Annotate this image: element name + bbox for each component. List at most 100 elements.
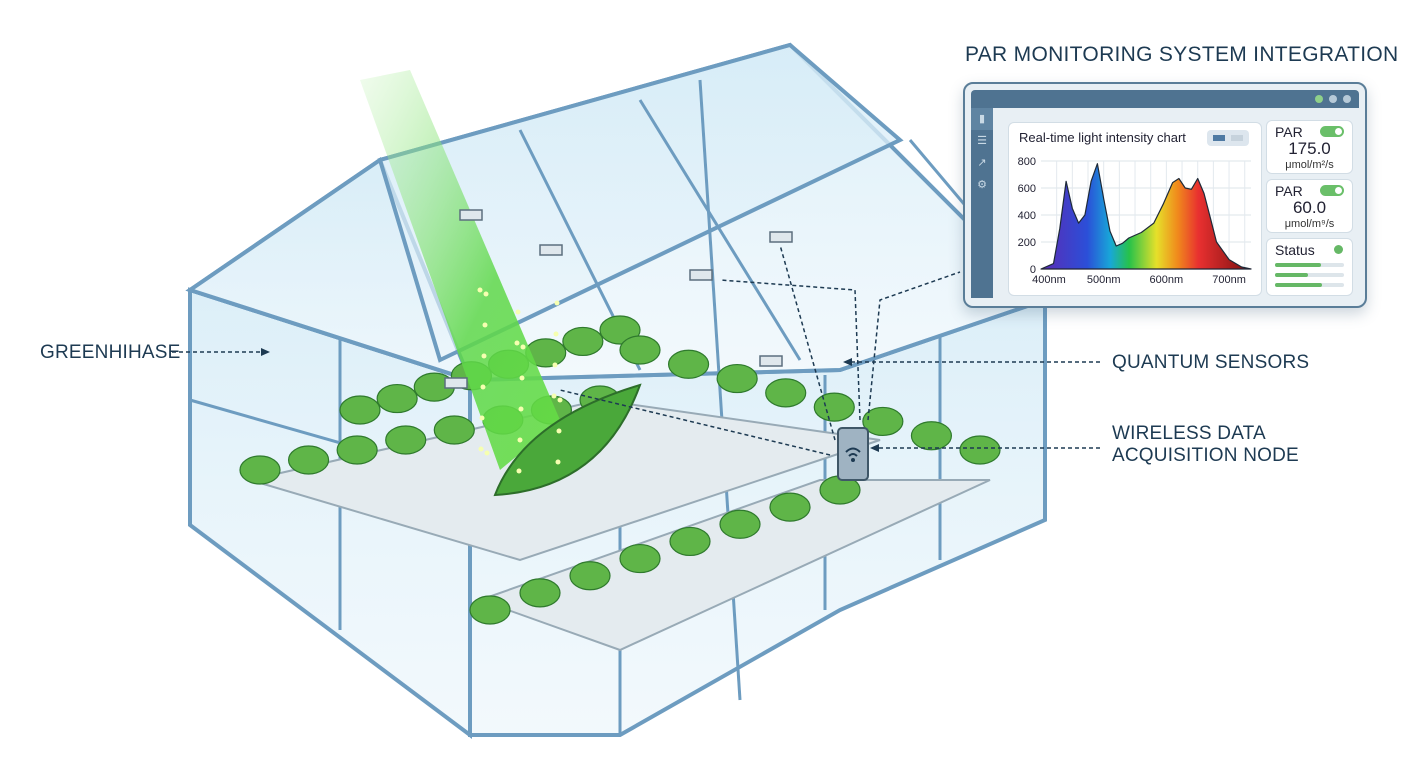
light-particle — [553, 331, 559, 337]
light-particle — [477, 287, 483, 293]
par-value: 60.0 — [1292, 198, 1327, 217]
bar-chart-icon[interactable]: ▮ — [971, 108, 993, 130]
window-titlebar — [971, 90, 1359, 108]
wireless-node-icon — [837, 427, 869, 481]
plant — [385, 425, 427, 455]
hydroponic-benches — [246, 398, 991, 652]
plant — [239, 455, 281, 485]
light-particle — [557, 397, 563, 403]
plant — [433, 415, 475, 445]
y-tick-label: 400 — [1018, 210, 1036, 222]
plant — [287, 445, 330, 475]
light-particle — [480, 384, 486, 390]
x-tick-label: 600nm — [1150, 274, 1184, 286]
light-particle — [552, 362, 558, 368]
y-tick-label: 200 — [1018, 237, 1036, 249]
light-particle — [479, 415, 485, 421]
settings-icon[interactable]: ⚙ — [977, 179, 987, 191]
quantum-sensors — [444, 209, 793, 389]
light-particle — [517, 437, 523, 443]
plant — [719, 509, 761, 539]
par-card-1: PAR 175.0 μmol/m²/s — [1266, 120, 1353, 174]
window-dot[interactable] — [1329, 95, 1337, 103]
status-bar — [1275, 273, 1344, 277]
window-dot[interactable] — [1343, 95, 1351, 103]
par-label: PAR — [1275, 183, 1303, 199]
plant — [769, 492, 811, 522]
par-toggle[interactable] — [1320, 185, 1344, 196]
x-tick-label: 400nm — [1032, 274, 1066, 286]
status-bar — [1275, 283, 1344, 287]
y-tick-label: 0 — [1030, 264, 1036, 276]
par-toggle[interactable] — [1320, 126, 1344, 137]
light-particle — [478, 446, 484, 452]
plant — [619, 543, 661, 574]
plant — [910, 421, 953, 451]
list-icon[interactable]: ☰ — [977, 135, 987, 147]
par-card-2: PAR 60.0 μmol/m⁹/s — [1266, 179, 1353, 233]
plant — [667, 349, 710, 379]
plant — [519, 578, 561, 608]
light-particle — [519, 375, 525, 381]
par-value: 175.0 — [1288, 139, 1331, 158]
light-particle — [482, 322, 488, 328]
plant — [599, 315, 641, 345]
light-particle — [520, 344, 526, 350]
light-particle — [555, 459, 561, 465]
chart-view-toggle[interactable] — [1207, 130, 1249, 146]
plant — [336, 435, 378, 465]
y-tick-label: 800 — [1018, 156, 1036, 168]
x-tick-label: 500nm — [1087, 274, 1121, 286]
panel-title: PAR MONITORING SYSTEM INTEGRATION — [965, 43, 1399, 66]
light-particle — [554, 300, 560, 306]
light-particle — [484, 450, 490, 456]
status-indicator — [1334, 245, 1343, 254]
chart-card: Real-time light intensity chart 0 200 400 6… — [1008, 122, 1262, 296]
plant — [959, 435, 1001, 465]
plant — [569, 561, 611, 591]
chart-title: Real-time light intensity chart — [1019, 130, 1186, 145]
plant — [619, 335, 661, 365]
status-label: Status — [1275, 242, 1315, 258]
plant — [339, 395, 381, 425]
light-particle — [514, 340, 520, 346]
leaf-icon — [493, 383, 642, 497]
light-particle — [515, 309, 521, 315]
plant — [862, 406, 904, 437]
plant — [469, 595, 511, 625]
light-particle — [516, 468, 522, 474]
plant — [765, 378, 807, 408]
dashboard-window: ▮ ☰ ↗ ⚙ Real-time light intensity chart … — [963, 82, 1367, 308]
plant — [562, 326, 604, 357]
light-particle — [551, 393, 557, 399]
par-unit: μmol/m²/s — [1285, 159, 1334, 171]
spectrum-area — [1040, 163, 1252, 270]
status-bar — [1275, 263, 1344, 267]
connector-arrows — [172, 244, 1100, 456]
status-card: Status — [1266, 238, 1353, 296]
plant — [376, 383, 418, 414]
line-chart-icon[interactable]: ↗ — [977, 157, 987, 169]
node-label-line1: WIRELESS DATA — [1112, 423, 1266, 444]
plant — [813, 392, 855, 422]
view-option-active[interactable] — [1213, 135, 1225, 141]
light-particle — [518, 406, 524, 412]
view-option[interactable] — [1231, 135, 1243, 141]
spectrum-chart: 0 200 400 600 800 400nm 500nm 600nm 700nm — [1018, 156, 1252, 286]
window-dot-green[interactable] — [1315, 95, 1323, 103]
plant — [669, 526, 711, 557]
light-beam — [360, 70, 560, 470]
quantum-sensors-label: QUANTUM SENSORS — [1112, 352, 1310, 373]
par-unit: μmol/m⁹/s — [1284, 218, 1335, 230]
plant — [716, 363, 758, 394]
light-particle — [483, 291, 489, 297]
greenhouse-label: GREENHIHASE — [40, 342, 181, 363]
light-particle — [556, 428, 562, 434]
sidebar: ▮ ☰ ↗ ⚙ — [971, 108, 993, 298]
par-label: PAR — [1275, 124, 1303, 140]
light-particle — [481, 353, 487, 359]
y-tick-label: 600 — [1018, 183, 1036, 195]
node-label-line2: ACQUISITION NODE — [1112, 445, 1299, 466]
x-tick-label: 700nm — [1212, 274, 1246, 286]
